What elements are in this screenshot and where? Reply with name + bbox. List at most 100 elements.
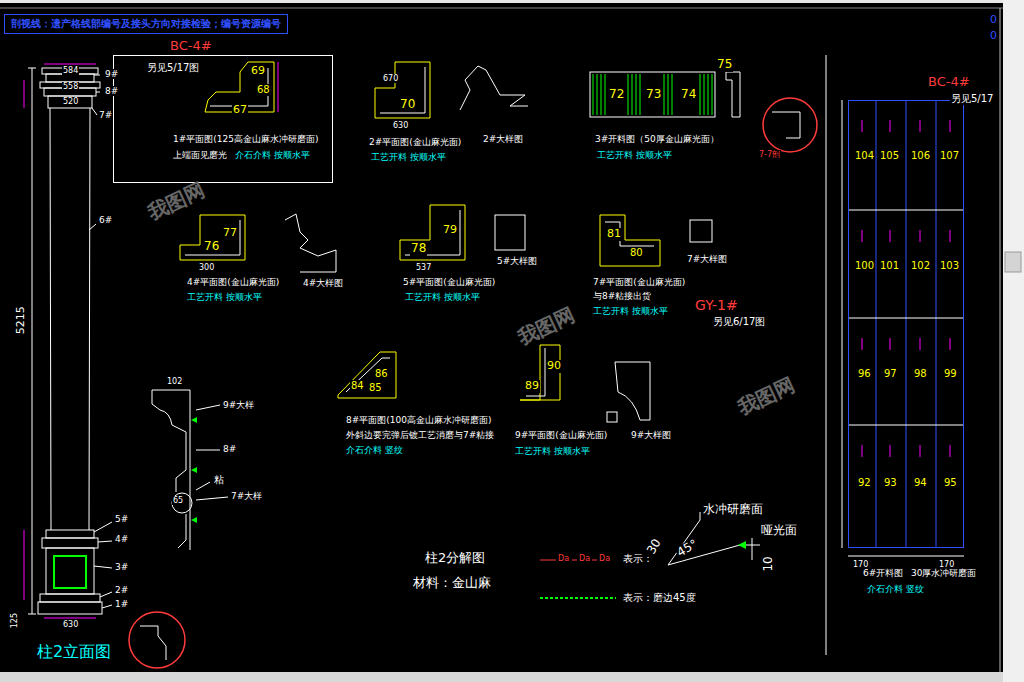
drawing-label: 介石介料 按顺水平 (234, 150, 311, 160)
drawing-label: 工艺开料 按顺水平 (514, 446, 591, 456)
cad-line (0, 8, 1003, 9)
cad-g (191, 417, 197, 523)
cad-line (28, 68, 36, 69)
callout-number: 68 (256, 84, 271, 96)
drawing-label: 2# (114, 585, 129, 595)
drawing-label: 5215 (15, 305, 28, 335)
cad-rect (42, 538, 98, 548)
cad-line (540, 597, 616, 599)
drawing-label: Da (578, 554, 591, 563)
drawing-label: 2#大样图 (482, 134, 524, 144)
cad-circle (763, 98, 817, 152)
drawing-label: 7-7剖 (758, 150, 781, 159)
cad-line (100, 592, 112, 597)
drawing-label: 9#平面图(金山麻光面) (514, 430, 608, 440)
drawing-label: 4# (114, 534, 129, 544)
cad-path (600, 215, 660, 266)
drawing-label: 6# (98, 215, 113, 225)
callout-number: 72 (608, 88, 625, 102)
cad-line (848, 210, 964, 211)
callout-number: 81 (606, 228, 622, 241)
drawing-label: 水冲研磨面 (702, 503, 764, 517)
cad-path (772, 112, 800, 138)
cad-rect (0, 672, 1003, 682)
cad-line (50, 108, 51, 530)
drawing-label: 8#平面图(100高金山麻水冲研磨面) (345, 415, 492, 425)
callout-number: 67 (232, 104, 248, 117)
drawing-label: 9#大样 (222, 400, 255, 410)
cad-line (826, 55, 827, 655)
cad-line (98, 541, 112, 542)
callout-number: 86 (374, 368, 389, 380)
cad-path (862, 445, 950, 457)
callout-number: 76 (203, 240, 220, 254)
drawing-label: 工艺开料 按顺水平 (186, 292, 263, 302)
cad-path (628, 74, 640, 115)
cad-path (152, 390, 186, 470)
watermark: 我图网 (733, 373, 799, 420)
drawing-label: 7# (98, 110, 113, 120)
drawing-label: 3#开料图（50厚金山麻光面） (594, 134, 720, 144)
frame-heading: BC-4# (169, 39, 213, 54)
cad-path (176, 470, 186, 492)
callout-number: 75 (716, 58, 733, 72)
drawing-label: 工艺开料 按顺水平 (404, 292, 481, 302)
cad-g (862, 120, 950, 457)
drawing-label: 630 (392, 121, 409, 130)
drawing-label: 558 (62, 82, 79, 91)
drawing-label: 另见6/17图 (712, 316, 766, 328)
cad-rect (40, 594, 100, 602)
drawing-label: 5#平面图(金山麻光面) (402, 277, 496, 287)
cad-line (1000, 8, 1001, 672)
cad-line (94, 75, 100, 76)
cad-path (605, 222, 654, 246)
callout-number: 101 (879, 260, 900, 272)
cad-line (848, 318, 964, 319)
cad-rect (1003, 0, 1024, 682)
cad-line (592, 560, 597, 561)
drawing-label: 哑光面 (760, 524, 798, 538)
cad-line (848, 556, 964, 557)
watermark: 我图网 (143, 178, 209, 225)
cad-path (178, 514, 186, 548)
cad-line (936, 100, 937, 548)
cad-rect (46, 74, 94, 82)
drawing-label: 9# (104, 69, 119, 79)
cad-path (152, 390, 190, 550)
cad-line (89, 224, 96, 230)
callout-number: 106 (910, 150, 931, 162)
cad-line (28, 614, 36, 615)
cad-path (593, 74, 605, 115)
cad-rect (38, 602, 102, 614)
cad-rect (54, 556, 86, 588)
cad-line (540, 560, 556, 561)
drawing-label: 工艺开料 按顺水平 (370, 152, 447, 162)
drawing-label: 工艺开料 按顺水平 (592, 306, 669, 316)
cad-line (876, 100, 877, 548)
cad-line (196, 450, 220, 451)
drawing-label: 537 (415, 263, 432, 272)
cad-line (44, 64, 96, 65)
cad-path (405, 210, 460, 255)
drawing-label: 另见5/17图 (146, 62, 200, 74)
cad-line (94, 566, 112, 568)
callout-number: 77 (222, 227, 238, 240)
drawing-label: GY-1# (694, 297, 739, 313)
cad-path (460, 66, 528, 110)
drawing-label: 0 (989, 30, 998, 43)
frame-box: BC-4# (113, 55, 333, 183)
drawing-label: 65 (172, 496, 184, 505)
cad-line (196, 497, 228, 500)
drawing-label: 上端面见磨光 (172, 150, 228, 160)
callout-number: 85 (368, 382, 383, 394)
cad-path (700, 74, 712, 115)
cad-rect (0, 0, 1024, 3)
callout-number: 69 (250, 65, 266, 78)
cad-g (24, 64, 96, 618)
cad-line (32, 68, 33, 614)
cad-line (842, 100, 843, 548)
cad-path (380, 67, 425, 113)
cad-path (375, 62, 430, 118)
